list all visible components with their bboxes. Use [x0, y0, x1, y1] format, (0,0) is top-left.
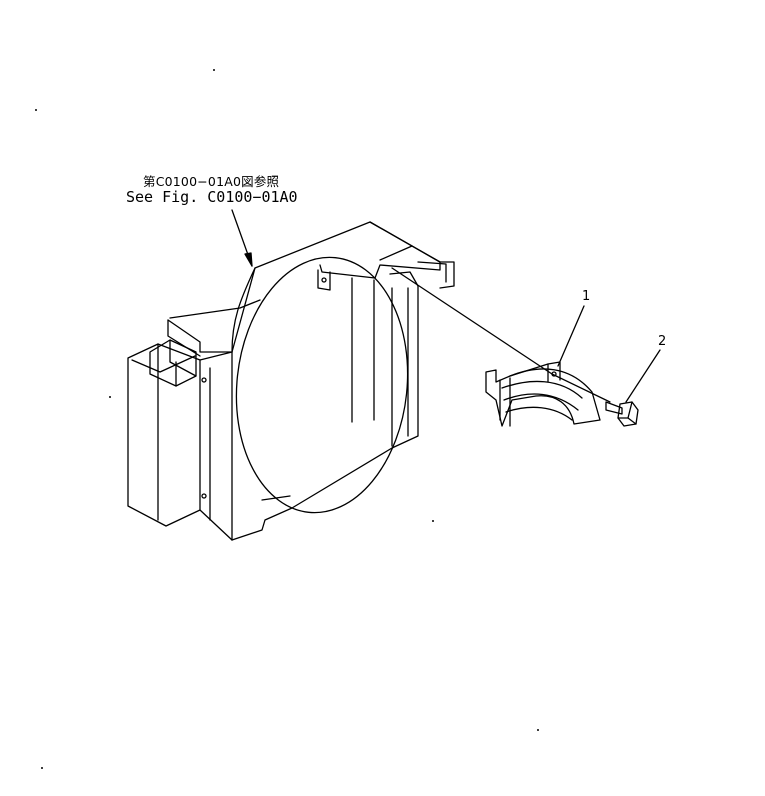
callout-number-2: 2 [658, 334, 667, 349]
scan-specks [35, 69, 539, 769]
figure-reference-english: See Fig. C0100−01A0 [126, 188, 298, 206]
bolt-part-2 [605, 401, 639, 427]
callout-leaders [557, 305, 661, 403]
fan-guard-part-1 [485, 361, 601, 427]
figure-reference-japanese: 第C0100−01A0図参照 [143, 174, 280, 189]
reference-leader [231, 209, 253, 267]
callout-number-1: 1 [582, 289, 591, 304]
alignment-line [391, 267, 611, 403]
fan-shroud [127, 221, 455, 541]
